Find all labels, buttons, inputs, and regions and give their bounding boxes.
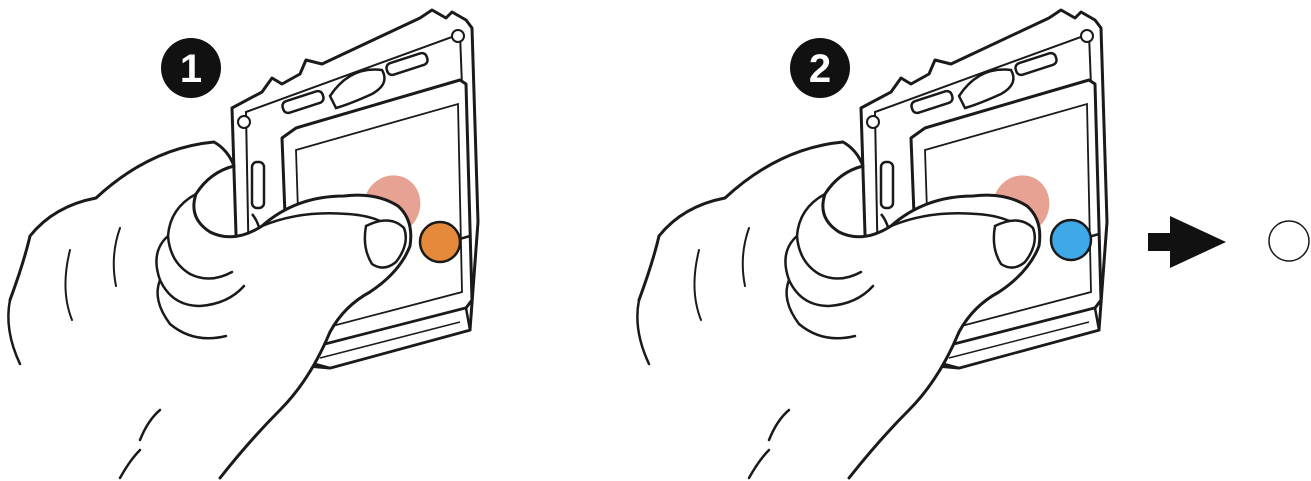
step-2-number: 2 [809, 47, 831, 91]
arrow-right-icon [1148, 216, 1226, 268]
led-indicator-blue [1051, 220, 1091, 260]
step-1: 1 [8, 10, 478, 478]
led-off-circle-icon [1269, 221, 1309, 261]
step-1-badge: 1 [161, 38, 221, 98]
step-1-number: 1 [180, 47, 202, 91]
step-2-badge: 2 [790, 38, 850, 98]
led-indicator-orange [420, 222, 460, 262]
step-2: 2 [637, 10, 1107, 478]
